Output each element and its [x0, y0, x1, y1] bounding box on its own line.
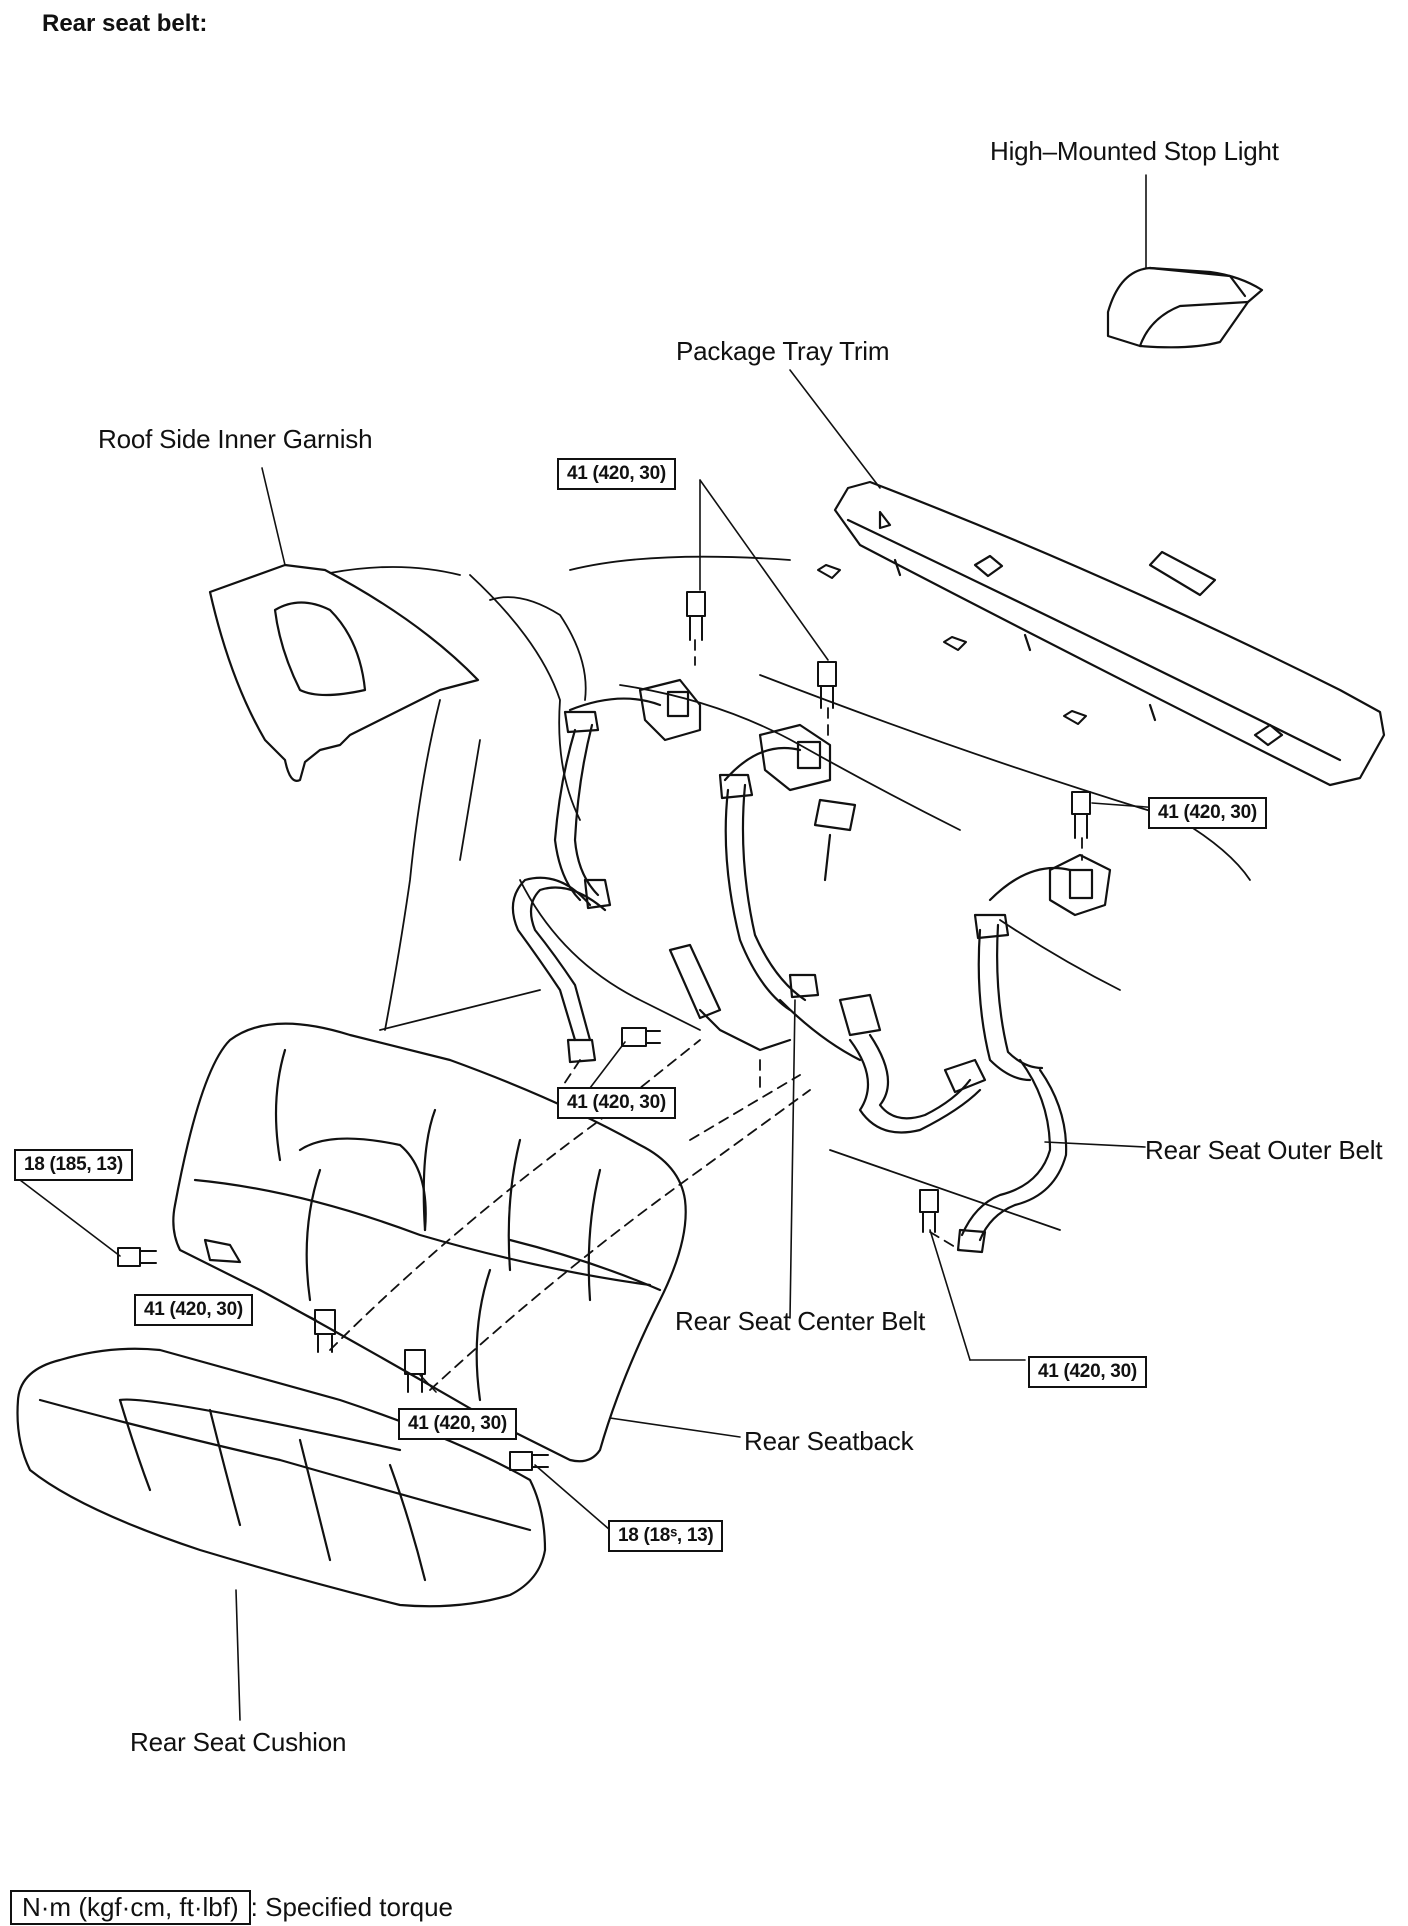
torque-spec-seatback-right: 18 (18ˢ, 13)	[608, 1520, 724, 1552]
torque-spec-seatback-left: 18 (185, 13)	[14, 1149, 133, 1181]
torque-spec-right-anchor: 41 (420, 30)	[1028, 1356, 1147, 1388]
label-roof-garnish: Roof Side Inner Garnish	[98, 424, 373, 454]
dashed-lines	[329, 639, 1083, 1391]
right-outer-belt	[956, 853, 1112, 1254]
buckle-assembly	[838, 993, 987, 1134]
label-seatback: Rear Seatback	[744, 1426, 914, 1456]
label-package-tray: Package Tray Trim	[676, 336, 890, 366]
stop-light-part	[1106, 266, 1264, 349]
left-outer-belt	[511, 678, 702, 1064]
torque-spec-upper: 41 (420, 30)	[557, 458, 676, 490]
torque-spec-center-anchor: 41 (420, 30)	[557, 1087, 676, 1119]
rear-seatback-part	[172, 1022, 687, 1463]
torque-spec-center-buckle: 41 (420, 30)	[398, 1408, 517, 1440]
legend-unit-box: N·m (kgf·cm, ft·lbf)	[10, 1890, 251, 1925]
label-outer-belt: Rear Seat Outer Belt	[1145, 1135, 1383, 1165]
roof-garnish-part	[208, 563, 480, 782]
torque-spec-left-buckle: 41 (420, 30)	[134, 1294, 253, 1326]
leader-lines	[19, 174, 1161, 1721]
label-cushion: Rear Seat Cushion	[130, 1727, 347, 1757]
torque-spec-right-retractor: 41 (420, 30)	[1148, 797, 1267, 829]
label-stop-light: High–Mounted Stop Light	[990, 136, 1279, 166]
package-tray-part	[833, 480, 1386, 787]
label-center-belt: Rear Seat Center Belt	[675, 1306, 926, 1336]
rear-seat-cushion-part	[16, 1347, 547, 1608]
center-belt	[668, 723, 862, 1062]
bolts	[117, 564, 1091, 1471]
legend-text: : Specified torque	[250, 1892, 454, 1922]
torque-legend: N·m (kgf·cm, ft·lbf): Specified torque	[10, 1890, 453, 1925]
body-outline	[329, 555, 1251, 1231]
page-title: Rear seat belt:	[42, 10, 208, 37]
